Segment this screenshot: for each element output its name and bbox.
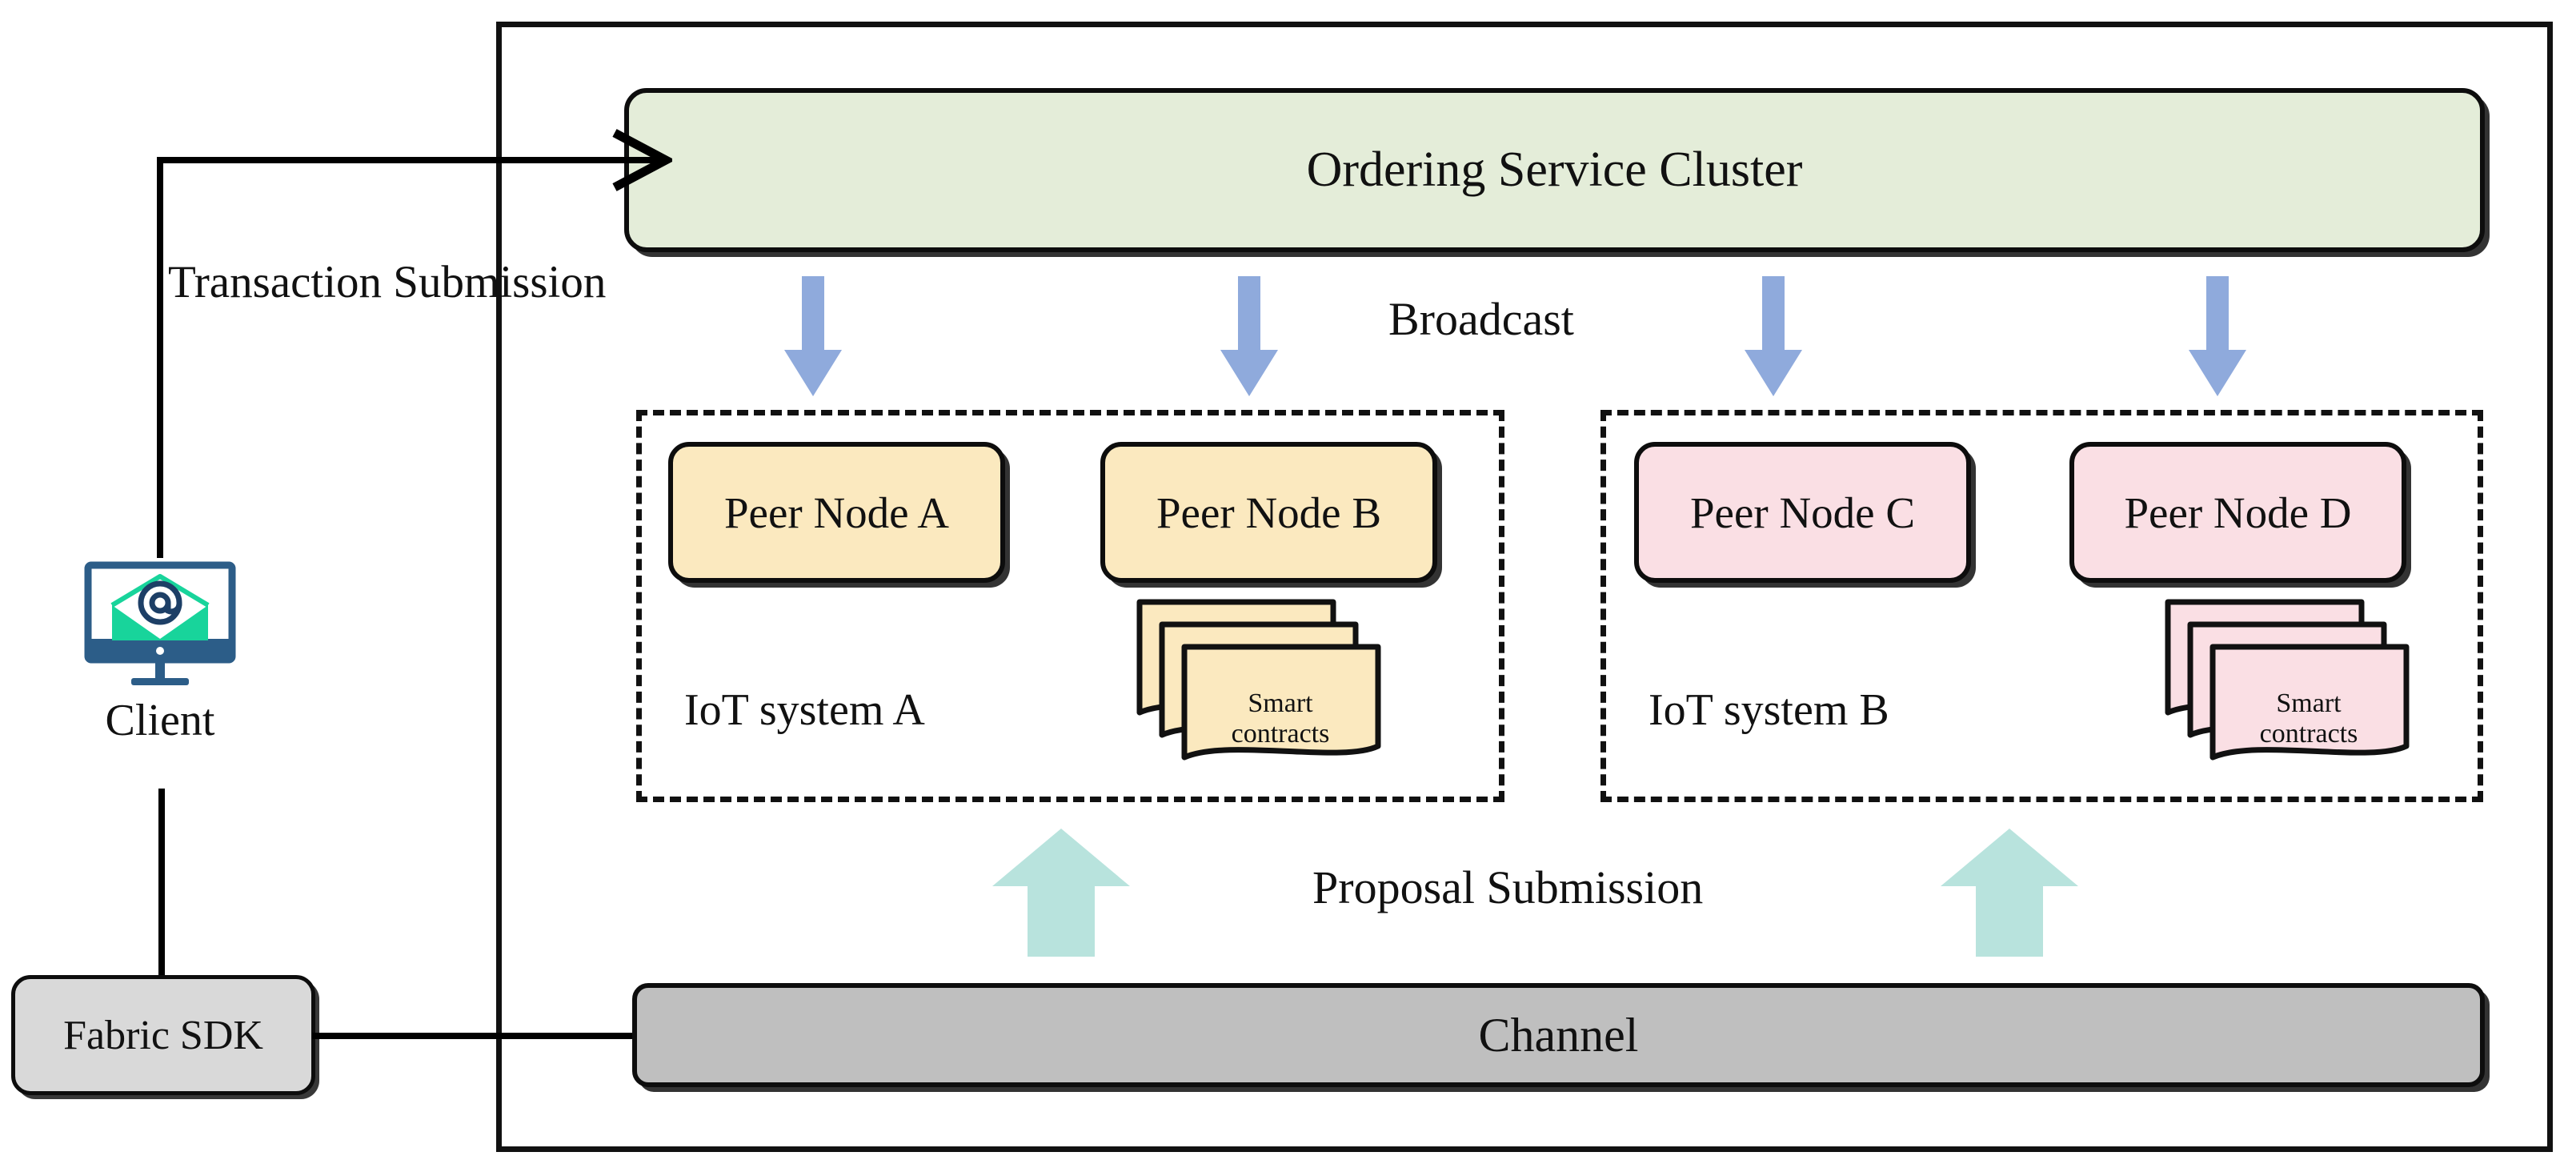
smart-contracts-label-a: Smart contracts [1180, 688, 1380, 749]
smart-contracts-line1: Smart [1248, 688, 1313, 718]
sdk-to-channel-connector [312, 1033, 635, 1039]
iot-system-a-label: IoT system A [684, 685, 925, 735]
transaction-submission-arrowhead-icon [608, 126, 672, 194]
client-to-sdk-connector [158, 789, 165, 977]
fabric-sdk-box[interactable]: Fabric SDK [11, 975, 315, 1095]
client-node[interactable]: Client [72, 560, 248, 761]
iot-system-b-container [1600, 410, 2483, 802]
proposal-submission-arrow-up-icon [992, 829, 1130, 957]
peer-node-c-box[interactable]: Peer Node C [1634, 442, 1971, 583]
monitor-envelope-at-icon [82, 560, 238, 695]
transaction-submission-vertical-connector [157, 160, 163, 558]
peer-node-a-label: Peer Node A [723, 488, 950, 537]
smart-contracts-label-b: Smart contracts [2209, 688, 2409, 749]
iot-system-a-container [636, 410, 1504, 802]
peer-node-b-box[interactable]: Peer Node B [1100, 442, 1437, 583]
channel-label: Channel [1478, 1008, 1639, 1062]
client-label: Client [105, 696, 215, 745]
broadcast-arrow-down-icon [784, 276, 842, 396]
ordering-service-cluster-box[interactable]: Ordering Service Cluster [624, 88, 2485, 252]
proposal-submission-label: Proposal Submission [1312, 861, 1704, 913]
smart-contracts-stack-a[interactable]: Smart contracts [1136, 599, 1392, 771]
transaction-submission-label: Transaction Submission [168, 257, 607, 307]
broadcast-arrow-down-icon [1745, 276, 1802, 396]
fabric-sdk-label: Fabric SDK [63, 1012, 263, 1058]
smart-contracts-line2: contracts [1231, 719, 1330, 749]
ordering-service-cluster-label: Ordering Service Cluster [1306, 142, 1803, 197]
blockchain-network-boundary [496, 22, 2553, 1152]
peer-node-b-label: Peer Node B [1156, 488, 1382, 537]
document-icon [2209, 644, 2410, 772]
smart-contracts-line1: Smart [2276, 688, 2342, 718]
smart-contracts-line2: contracts [2259, 719, 2358, 749]
peer-node-a-box[interactable]: Peer Node A [668, 442, 1005, 583]
proposal-submission-arrow-up-icon [1941, 829, 2078, 957]
iot-system-b-label: IoT system B [1649, 685, 1889, 735]
peer-node-c-label: Peer Node C [1689, 488, 1916, 537]
channel-bar[interactable]: Channel [632, 983, 2485, 1087]
broadcast-arrow-down-icon [1220, 276, 1278, 396]
broadcast-arrow-down-icon [2189, 276, 2246, 396]
peer-node-d-label: Peer Node D [2124, 488, 2352, 537]
smart-contracts-stack-b[interactable]: Smart contracts [2165, 599, 2421, 771]
document-icon [1181, 644, 1381, 772]
transaction-submission-horizontal-connector [157, 157, 669, 163]
peer-node-d-box[interactable]: Peer Node D [2069, 442, 2406, 583]
broadcast-label: Broadcast [1388, 293, 1574, 345]
